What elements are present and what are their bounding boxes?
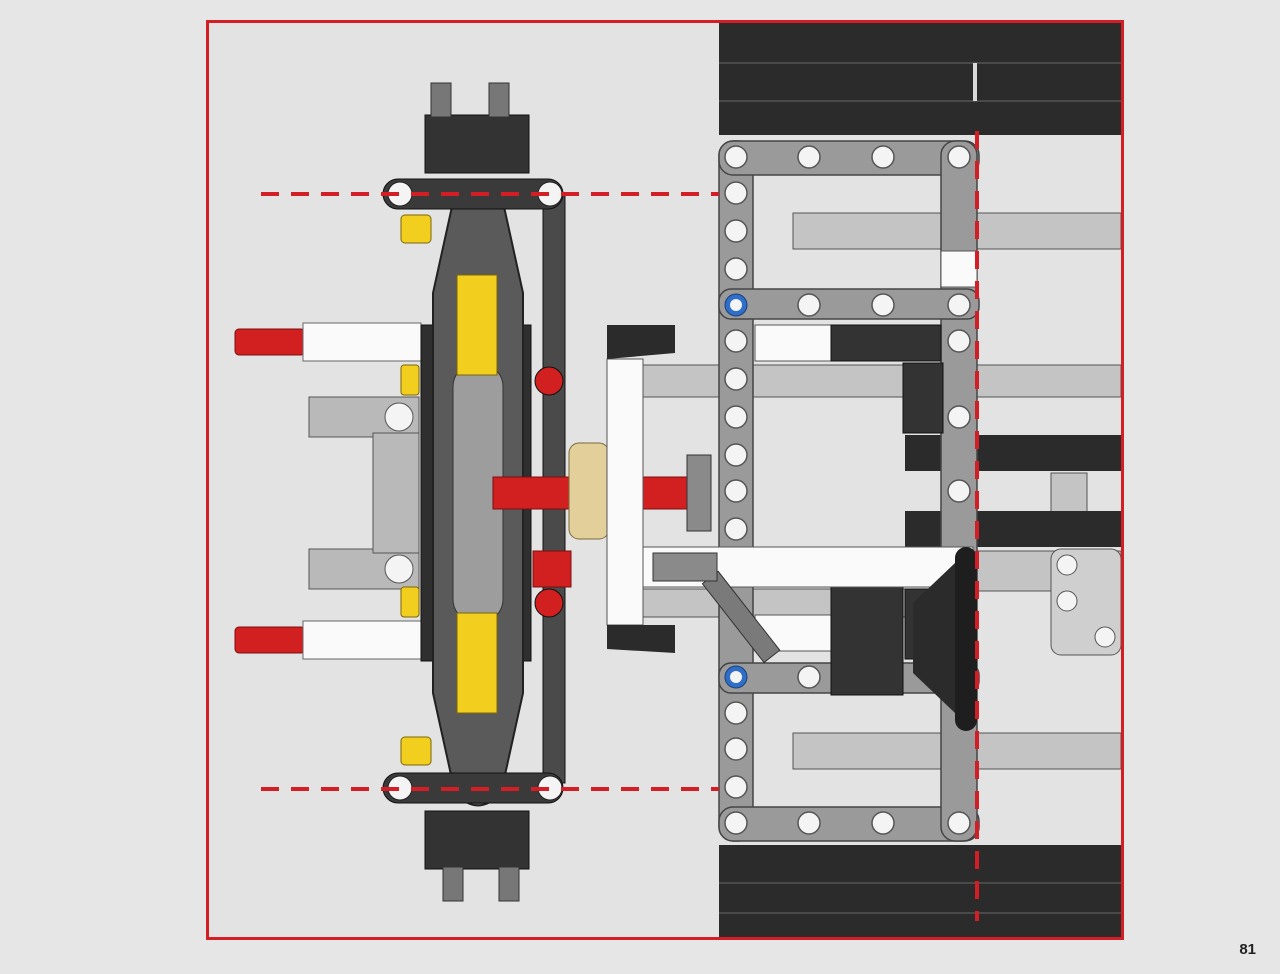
- chassis-beams-bottom: [719, 845, 1121, 937]
- instruction-step-frame: [206, 20, 1124, 940]
- guide-lines: [261, 131, 979, 921]
- yellow-pins: [400, 214, 432, 766]
- red-axle-pins: [234, 322, 422, 660]
- steering-shaft: [642, 546, 977, 731]
- bottom-bushing: [424, 810, 530, 902]
- top-bushing: [424, 82, 530, 174]
- red-drive-axle: [492, 366, 688, 618]
- differential-gear: [568, 325, 712, 653]
- page-number: 81: [1239, 941, 1256, 958]
- small-liftarm: [1050, 548, 1121, 656]
- assembly-diagram: [209, 23, 1121, 937]
- chassis-beams-top: [719, 23, 1121, 135]
